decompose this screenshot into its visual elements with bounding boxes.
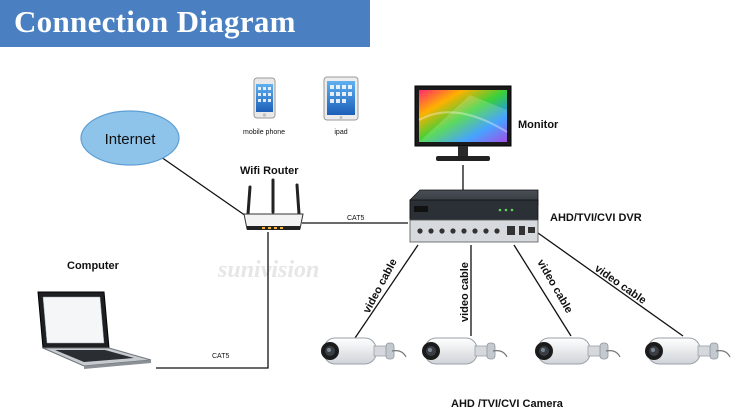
video-cable-label-2: video cable [459, 262, 471, 322]
router-computer-cable-label: CAT5 [212, 353, 229, 360]
router-computer-line [156, 232, 269, 369]
internet-router-line [160, 156, 247, 217]
monitor-label: Monitor [518, 119, 559, 131]
camera-icon-4 [644, 337, 731, 365]
dvr-icon [409, 189, 539, 243]
internet-cloud: Internet [80, 110, 180, 166]
connection-lines [156, 156, 684, 369]
video-cable-line-3 [513, 244, 572, 337]
camera-label: AHD /TVI/CVI Camera [451, 398, 564, 410]
camera-icon-1 [320, 337, 407, 365]
ipad-icon [323, 76, 359, 121]
page-title: Connection Diagram [14, 4, 296, 39]
wifi-router-icon [243, 178, 304, 230]
mobile-phone-icon [253, 77, 276, 119]
camera-icon-2 [421, 337, 508, 365]
wifi-router-label: Wifi Router [240, 165, 299, 177]
video-cable-line-1 [354, 244, 419, 339]
monitor-icon [414, 85, 512, 161]
title-banner: Connection Diagram [0, 0, 370, 47]
camera-icon-3 [534, 337, 621, 365]
video-cable-label-4: video cable [592, 263, 648, 307]
router-dvr-cable-label: CAT5 [347, 215, 364, 222]
video-cable-line-4 [537, 232, 684, 337]
mobile-phone-label: mobile phone [243, 129, 285, 136]
dvr-label: AHD/TVI/CVI DVR [550, 212, 642, 224]
ipad-label: ipad [334, 129, 347, 136]
video-cable-label-1: video cable [361, 257, 400, 316]
computer-label: Computer [67, 260, 120, 272]
laptop-icon [37, 291, 152, 369]
internet-label: Internet [105, 131, 157, 148]
